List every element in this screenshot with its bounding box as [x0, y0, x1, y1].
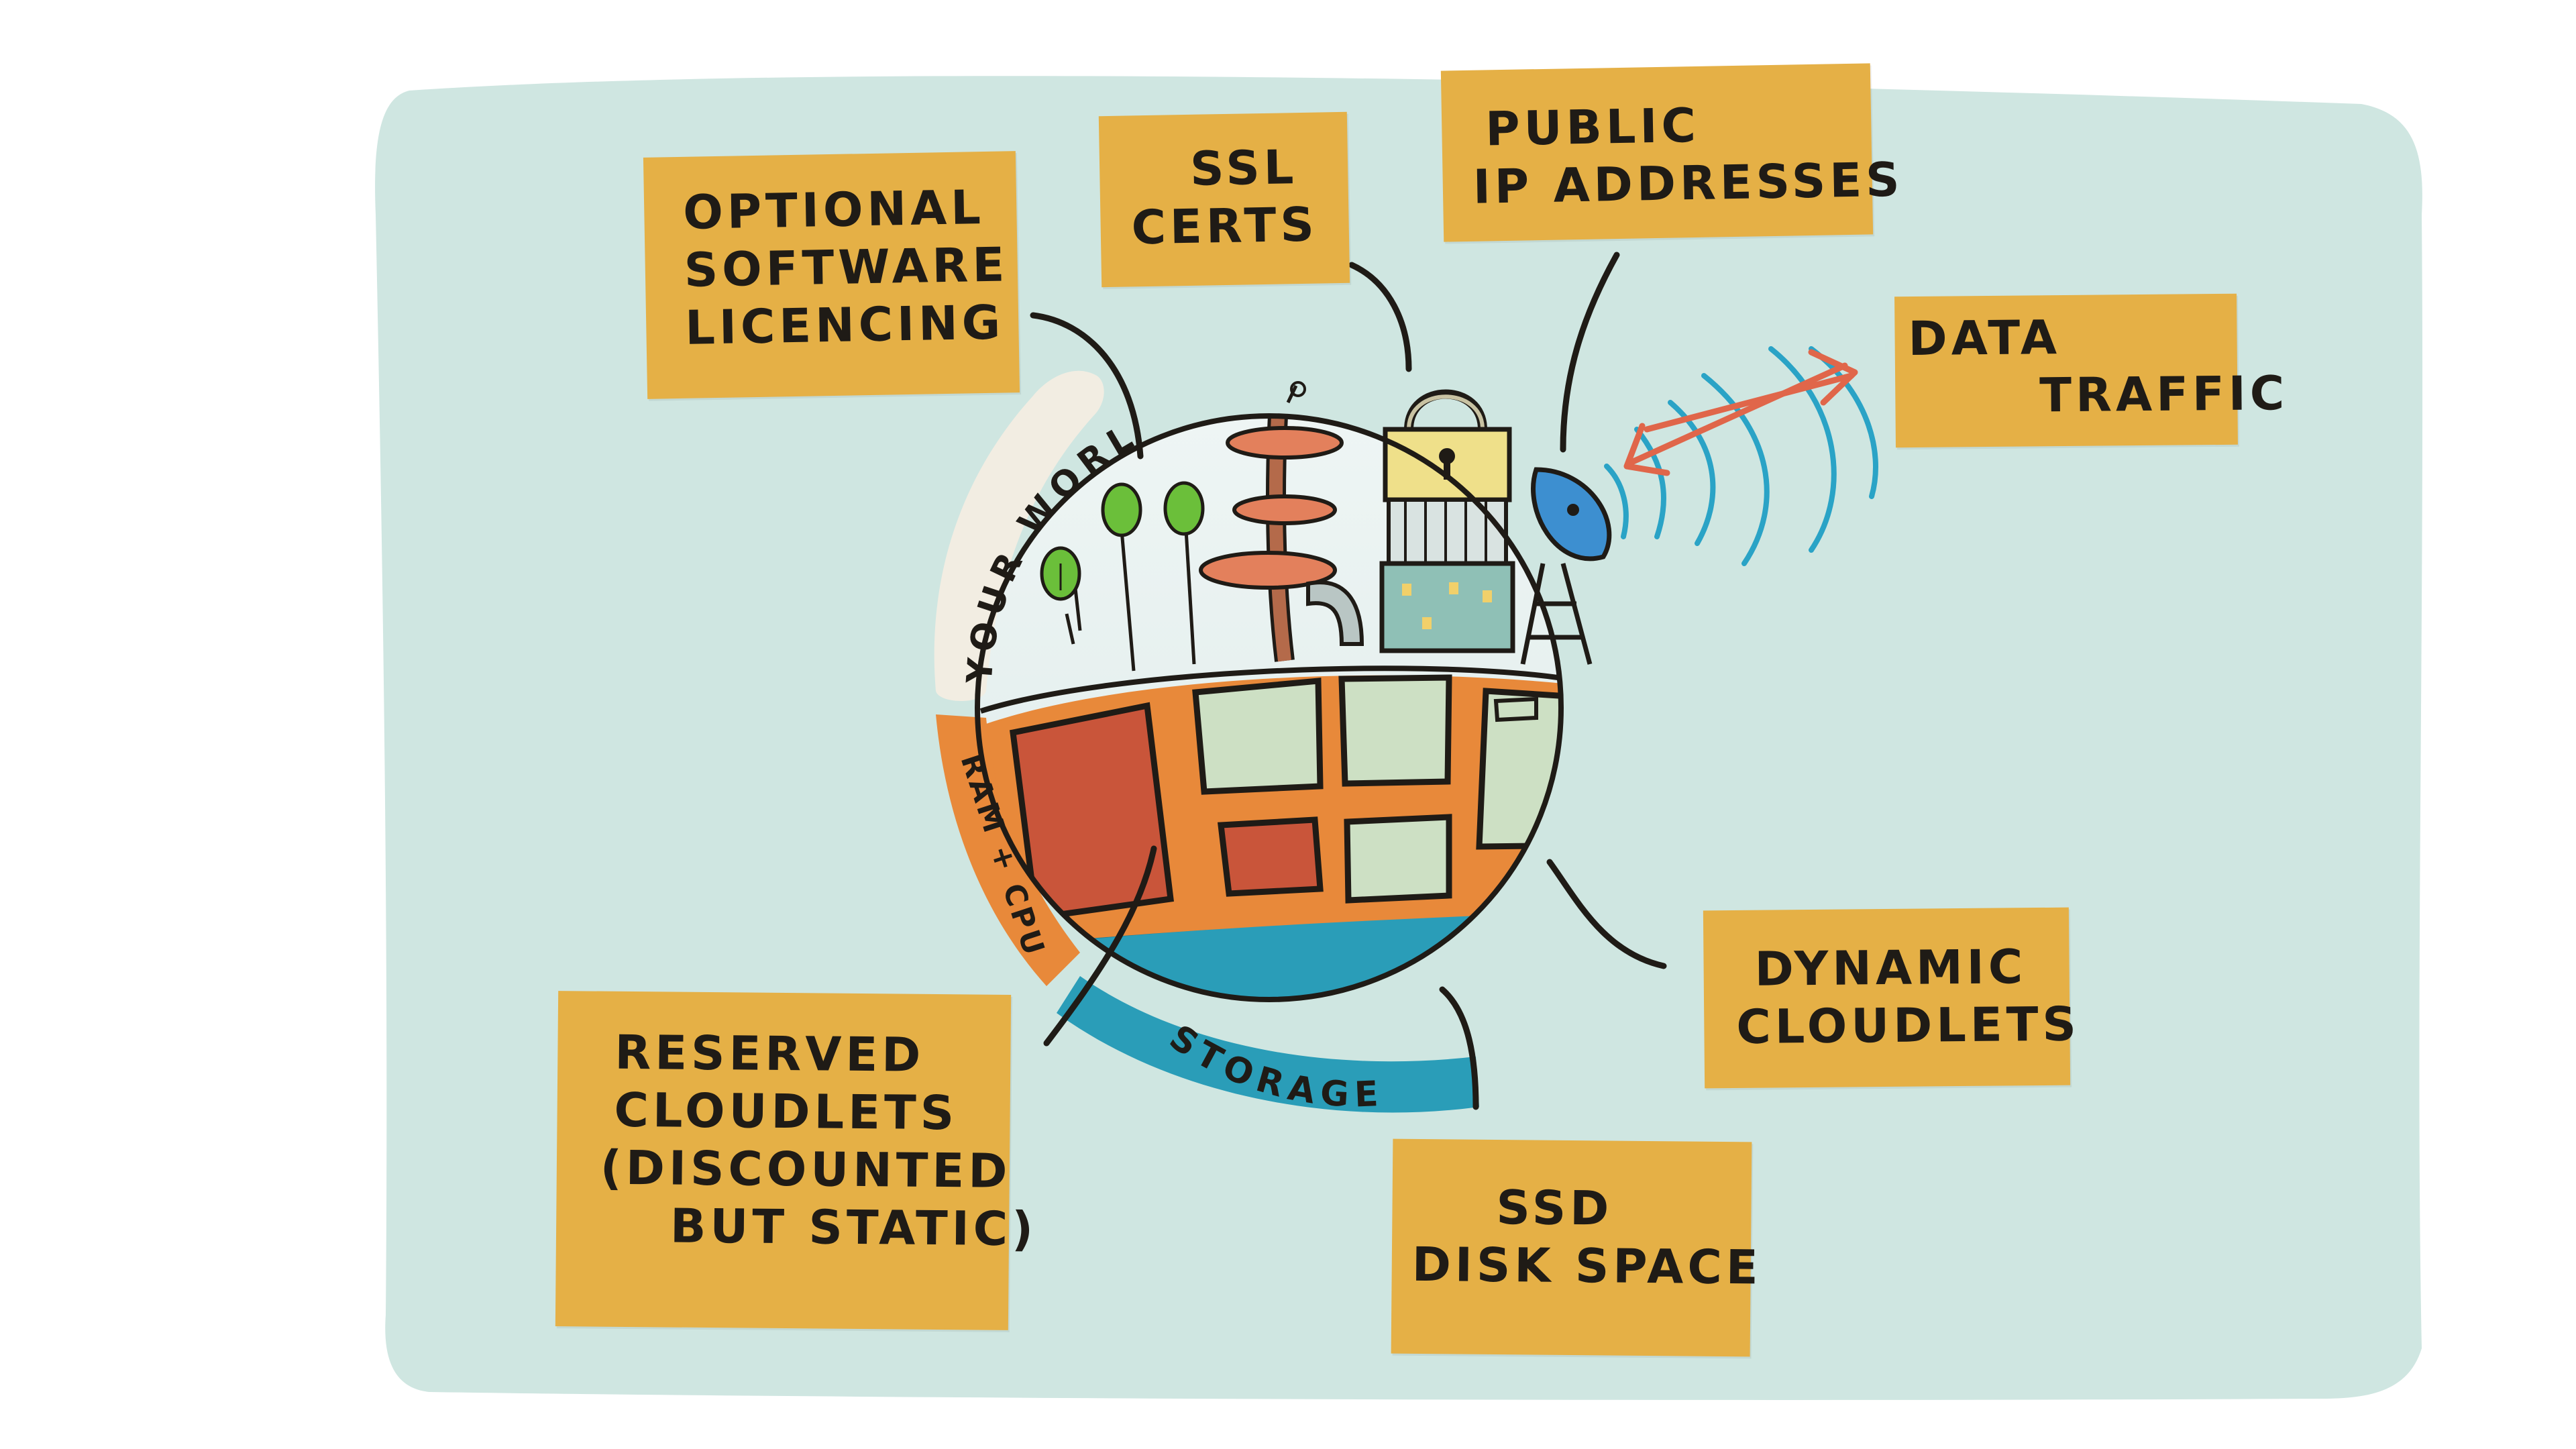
connector-lines: [1030, 252, 1667, 1110]
lock-building-icon: [1379, 389, 1515, 653]
reserved-cloudlet-block: [1217, 816, 1324, 897]
label-line: CLOUDLETS: [614, 1082, 959, 1141]
label-line: TRAFFIC: [2039, 366, 2289, 423]
label-line: DATA: [1908, 310, 2061, 367]
connector-reserved-cloudlets: [1043, 845, 1157, 1046]
label-line: DISK SPACE: [1411, 1236, 1762, 1295]
label-line: DYNAMIC: [1754, 939, 2027, 997]
storage-band: [1057, 976, 1479, 1113]
connector-ssd-disk-space: [1439, 986, 1479, 1110]
label-optional-software-licencing: OPTIONAL SOFTWARE LICENCING: [643, 151, 1020, 399]
label-data-traffic: DATA TRAFFIC: [1894, 293, 2289, 448]
label-line: CLOUDLETS: [1736, 996, 2081, 1055]
ram-cpu-band: [936, 714, 1080, 986]
label-line: PUBLIC: [1485, 97, 1701, 157]
reserved-cloudlet-block: [1010, 702, 1175, 922]
dynamic-cloudlet-block: [1344, 814, 1452, 904]
tree-icon: [1101, 482, 1142, 672]
label-ssl-certs: SSL CERTS: [1098, 111, 1350, 288]
connector-dynamic-cloudlets: [1546, 859, 1667, 969]
connector-software-licencing: [1030, 312, 1144, 460]
label-line: (DISCOUNTED: [600, 1140, 1012, 1199]
dynamic-cloudlet-block: [1192, 678, 1324, 795]
label-reserved-cloudlets: RESERVED CLOUDLETS (DISCOUNTED BUT STATI…: [555, 991, 1038, 1330]
data-traffic-arrow: [1623, 349, 1858, 476]
label-line: RESERVED: [614, 1024, 925, 1083]
satellite-dish-icon: [1520, 467, 1612, 665]
label-dynamic-cloudlets: DYNAMIC CLOUDLETS: [1703, 907, 2081, 1089]
label-line: IP ADDRESSES: [1472, 152, 1904, 215]
label-public-ip-addresses: PUBLIC IP ADDRESSES: [1440, 63, 1904, 242]
dynamic-cloudlet-block: [1476, 688, 1561, 850]
label-line: BUT STATIC): [669, 1198, 1038, 1257]
label-line: SSD: [1496, 1180, 1613, 1236]
dynamic-cloudlet-block: [1338, 674, 1452, 787]
tree-icon: [1163, 481, 1205, 665]
label-ssd-disk-space: SSD DISK SPACE: [1391, 1138, 1762, 1357]
label-line: CERTS: [1130, 197, 1319, 256]
label-line: SSL: [1189, 140, 1299, 197]
label-line: LICENCING: [684, 294, 1005, 356]
connector-ssl-certs: [1348, 262, 1412, 372]
your-world-band: [934, 370, 1104, 701]
tree-icon: [1040, 546, 1082, 645]
dynamic-cloudlet-block: [1493, 696, 1538, 722]
label-line: SOFTWARE: [684, 237, 1009, 298]
data-traffic-waves: [1604, 346, 1878, 566]
label-line: OPTIONAL: [682, 180, 985, 240]
tower-icon: [1199, 381, 1364, 662]
connector-public-ip: [1560, 252, 1620, 453]
